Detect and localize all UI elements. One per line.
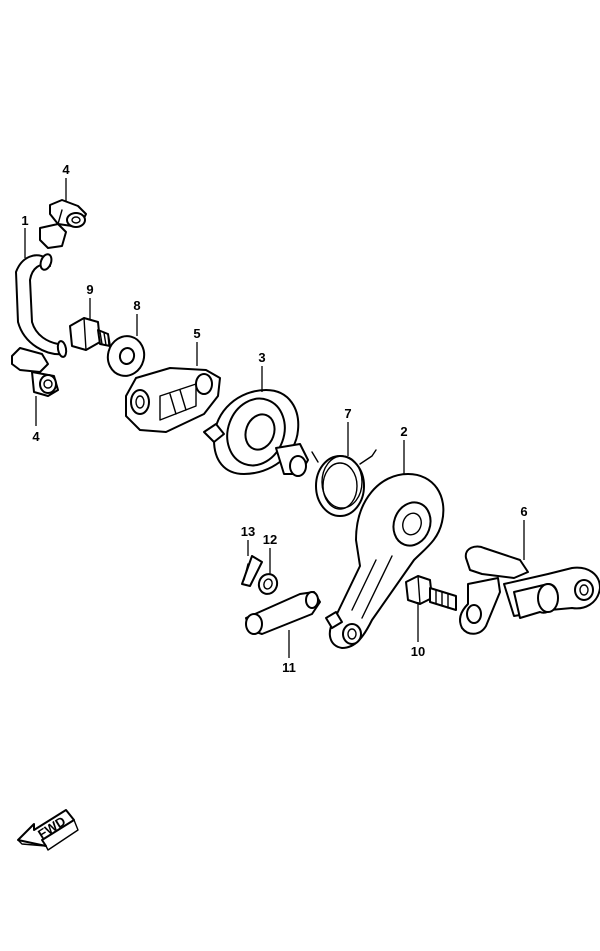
- callout-4-upper: 4: [62, 162, 70, 177]
- callout-9: 9: [86, 282, 93, 297]
- leader-lines: [24, 178, 525, 658]
- callout-8: 8: [133, 298, 140, 313]
- callout-6: 6: [520, 504, 527, 519]
- callout-12: 12: [263, 532, 277, 547]
- part-6-bracket: [459, 545, 600, 635]
- part-9-bolt: [69, 317, 111, 351]
- part-12-washer: [257, 573, 279, 595]
- callout-3: 3: [258, 350, 265, 365]
- callout-2: 2: [400, 424, 407, 439]
- part-11-link: [245, 591, 321, 635]
- part-13-cotter-pin: [241, 555, 263, 587]
- callout-1: 1: [21, 213, 28, 228]
- callout-labels: 4 1 9 8 5 3 4 7 2 6 13 12 11 10: [21, 162, 527, 675]
- callout-4-lower: 4: [32, 429, 40, 444]
- part-5-plate: [125, 367, 221, 433]
- fwd-direction-indicator: FWD: [17, 809, 79, 851]
- part-8-washer: [106, 335, 146, 377]
- part-4-upper-clip: [39, 199, 87, 249]
- callout-5: 5: [193, 326, 200, 341]
- part-4-lower-clip: [11, 347, 59, 397]
- part-3-rotor: [203, 389, 309, 477]
- part-2-lever: [325, 473, 445, 649]
- callout-7: 7: [344, 406, 351, 421]
- callout-13: 13: [241, 524, 255, 539]
- fwd-arrow-icon: [17, 809, 75, 847]
- callout-11: 11: [282, 660, 296, 675]
- part-10-bolt: [405, 575, 457, 611]
- part-1-hose: [15, 253, 68, 358]
- part-7-spring: [311, 449, 377, 517]
- callout-10: 10: [411, 644, 425, 659]
